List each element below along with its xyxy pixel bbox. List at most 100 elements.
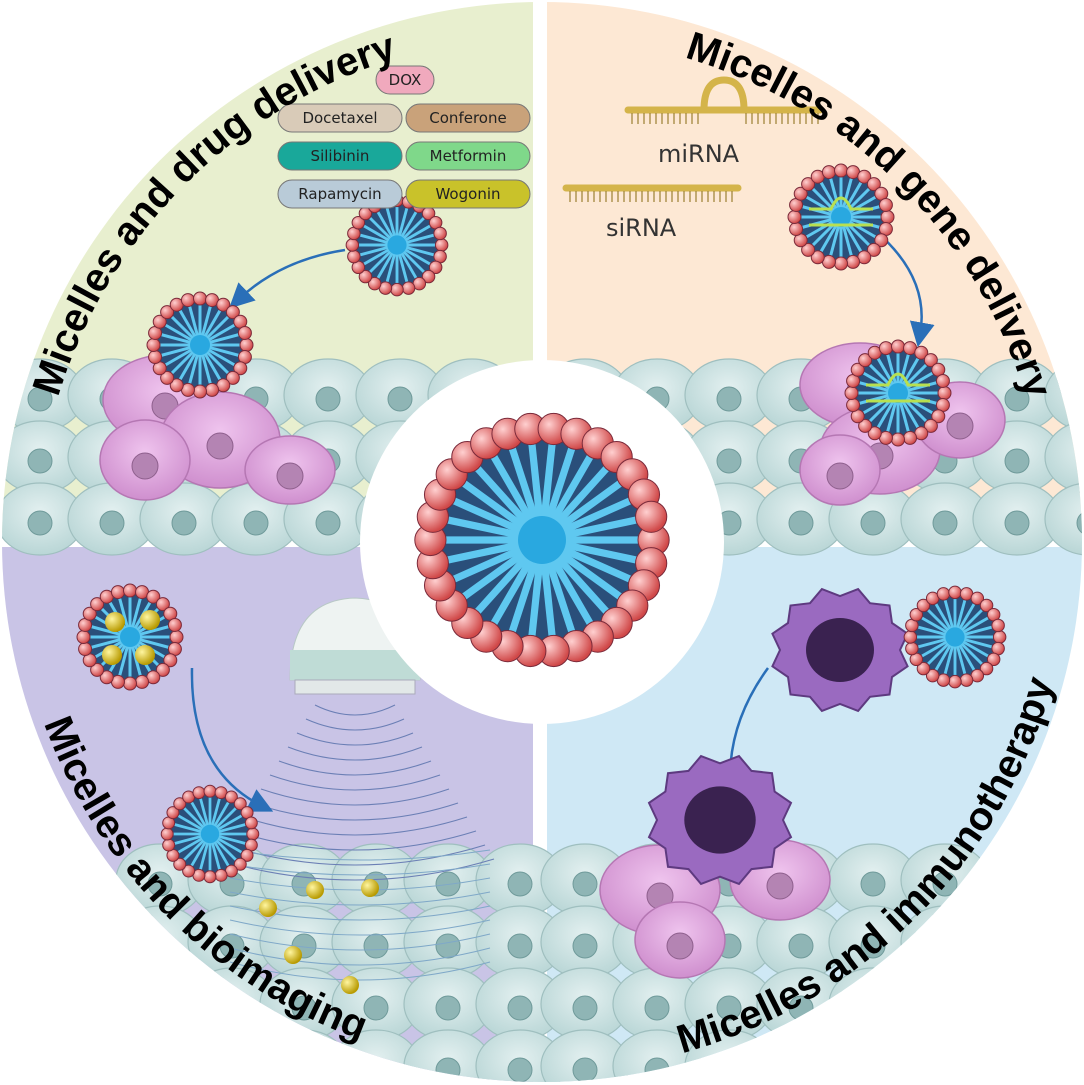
micelle-bead bbox=[347, 249, 361, 264]
cell bbox=[403, 967, 493, 1041]
nucleus bbox=[387, 386, 413, 412]
tissue-signal-line bbox=[229, 891, 491, 906]
cell bbox=[972, 905, 1062, 979]
drug-pill: Wogonin bbox=[405, 179, 531, 209]
micelle-bead bbox=[233, 361, 248, 376]
rna-strand-icon bbox=[866, 372, 930, 403]
cell bbox=[540, 1029, 630, 1082]
ultrasound-wave bbox=[296, 732, 414, 746]
micelle-bead bbox=[167, 617, 182, 632]
tumor-cell bbox=[799, 434, 881, 506]
drug-pill: Metformin bbox=[405, 141, 531, 171]
micelle-bead bbox=[146, 338, 161, 352]
nucleus bbox=[1004, 510, 1030, 536]
ultrasound-wave bbox=[233, 830, 477, 851]
tumor-cell bbox=[634, 901, 726, 979]
micelle-imaging-free bbox=[76, 583, 184, 691]
micelle-bead bbox=[936, 587, 951, 601]
micelle-bead bbox=[162, 838, 176, 852]
micelle-bead bbox=[948, 674, 962, 689]
micelle-core bbox=[190, 335, 210, 355]
micelle-bead bbox=[992, 630, 1007, 644]
tissue-signal-line bbox=[229, 919, 491, 936]
nucleus bbox=[315, 386, 341, 412]
nucleus bbox=[1004, 448, 1030, 474]
micelle-bead bbox=[358, 269, 373, 284]
nucleus bbox=[99, 510, 125, 536]
micelle-bead bbox=[216, 297, 231, 312]
cell bbox=[828, 1029, 918, 1082]
micelle-bead bbox=[979, 598, 994, 613]
nucleus bbox=[1076, 510, 1082, 536]
nucleus bbox=[147, 1057, 173, 1082]
micelle-drug-bound bbox=[146, 291, 254, 399]
micelle-immuno bbox=[903, 585, 1007, 689]
micelle-bead bbox=[146, 589, 161, 604]
nucleus bbox=[243, 510, 269, 536]
micelle-core bbox=[831, 207, 851, 227]
micelle-bead bbox=[160, 305, 175, 320]
micelle-imaging-target bbox=[160, 784, 260, 884]
micelle-bead bbox=[123, 583, 137, 598]
micelle-bead bbox=[135, 674, 150, 689]
cell bbox=[1044, 967, 1082, 1041]
micelle-bead bbox=[858, 418, 873, 433]
micelle-bead bbox=[905, 641, 919, 656]
cell bbox=[756, 1029, 846, 1082]
micelle-bead bbox=[110, 585, 125, 600]
arrow-icon bbox=[879, 234, 935, 348]
micelle-bead bbox=[916, 598, 931, 613]
micelle-bead bbox=[173, 857, 187, 871]
micelle-bead bbox=[878, 341, 893, 356]
cell bbox=[187, 1029, 277, 1082]
sirna-icon bbox=[562, 184, 742, 202]
cell bbox=[900, 967, 990, 1041]
gold-nanoparticle bbox=[102, 645, 122, 665]
micelle-core bbox=[888, 383, 908, 403]
tumor-cell bbox=[99, 419, 191, 501]
tissue-signal-line bbox=[229, 961, 491, 981]
micelle-bead bbox=[834, 256, 848, 271]
micelle-bead bbox=[931, 409, 946, 424]
nucleus bbox=[860, 871, 886, 897]
micelle-bead bbox=[793, 186, 808, 201]
micelle-bead bbox=[169, 630, 184, 644]
nucleus bbox=[276, 462, 304, 490]
nucleus bbox=[932, 933, 958, 959]
micelle-bead bbox=[948, 585, 962, 600]
micelle-bead bbox=[914, 345, 929, 360]
micelle-bead bbox=[878, 197, 893, 212]
drug-label: Conferone bbox=[429, 109, 506, 127]
nucleus bbox=[1004, 871, 1030, 897]
nucleus bbox=[435, 933, 461, 959]
micelle-drug-free bbox=[345, 193, 449, 297]
micelle-bead bbox=[163, 653, 178, 668]
nucleus bbox=[507, 995, 533, 1021]
micelle-bead bbox=[433, 226, 447, 241]
nucleus bbox=[716, 1057, 742, 1082]
micelle-bead bbox=[152, 314, 167, 329]
nucleus bbox=[1076, 995, 1082, 1021]
nucleus bbox=[291, 995, 317, 1021]
micelle-bead bbox=[880, 210, 895, 224]
nucleus bbox=[932, 510, 958, 536]
gold-nanoparticle bbox=[140, 610, 160, 630]
micelle-bead bbox=[148, 350, 163, 365]
micelle-bead bbox=[401, 281, 416, 295]
micelle-bead bbox=[810, 250, 825, 265]
nucleus bbox=[1004, 933, 1030, 959]
ultrasound-wave bbox=[251, 802, 459, 821]
nucleus bbox=[572, 995, 598, 1021]
micelle-bead bbox=[240, 848, 254, 862]
nucleus bbox=[1076, 448, 1082, 474]
nucleus bbox=[644, 995, 670, 1021]
micelle-bead bbox=[182, 864, 196, 878]
micelle-bead bbox=[160, 827, 174, 841]
micelle-bead bbox=[193, 291, 207, 306]
nucleus bbox=[932, 1057, 958, 1082]
micelle-bead bbox=[923, 418, 938, 433]
nucleus bbox=[716, 448, 742, 474]
micelle-bead bbox=[160, 370, 175, 385]
micelle-bead bbox=[205, 382, 220, 397]
cell bbox=[1044, 905, 1082, 979]
